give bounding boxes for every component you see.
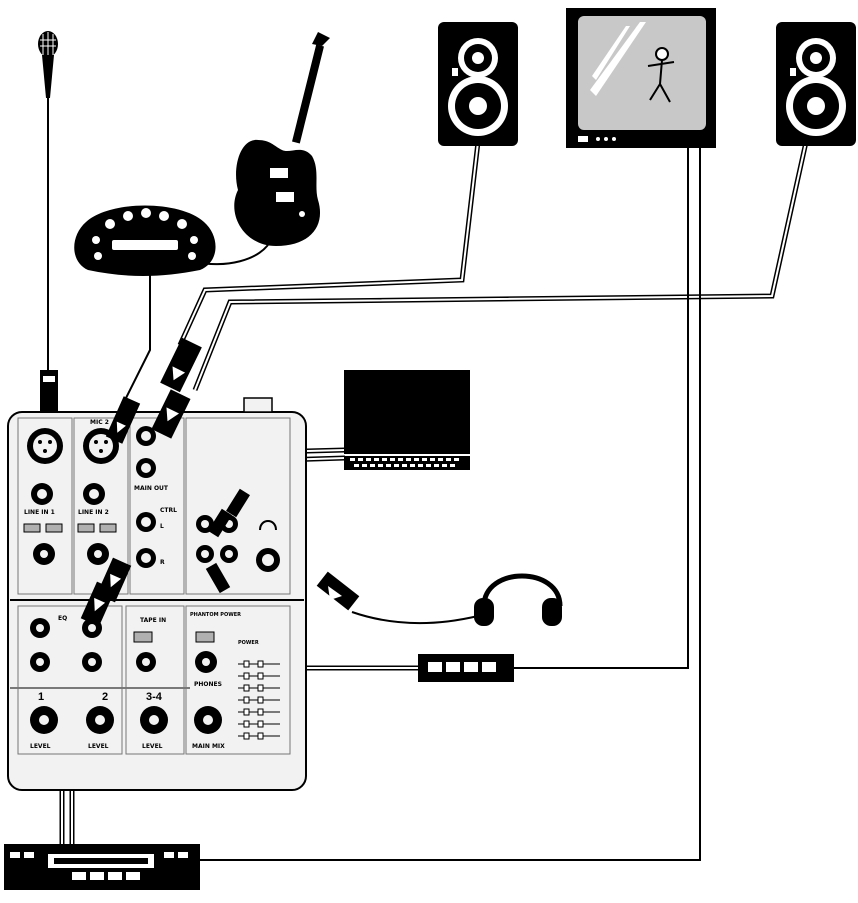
headphones-cable <box>351 611 479 625</box>
line-jack-1 <box>31 483 53 505</box>
pedal-icon <box>74 205 216 276</box>
mic-2-label: MIC 2 <box>90 419 109 426</box>
xlr-input-1 <box>27 428 63 464</box>
channel-label-3-4: 3-4 <box>146 691 163 703</box>
level-label-3: LEVEL <box>142 743 163 750</box>
laptop-plug-2 <box>208 508 232 538</box>
ctrl-jack-l <box>136 512 156 532</box>
rca-jack-3 <box>196 545 214 563</box>
headphone-symbol-icon <box>259 520 277 531</box>
rec-plug-1 <box>80 581 116 627</box>
laptop <box>344 370 470 470</box>
power-switch <box>243 397 273 413</box>
monitor-icon <box>566 8 716 148</box>
monitor-screen <box>566 8 716 148</box>
video-box <box>418 654 514 682</box>
recorder-icon <box>4 844 200 890</box>
main-out-plug-r <box>151 389 191 439</box>
eq-knob-1-lo <box>30 652 50 672</box>
level-knob-2 <box>86 706 114 734</box>
guitar-input-plug <box>105 396 141 444</box>
guitar-icon <box>234 32 330 246</box>
speaker-icon <box>438 22 518 146</box>
eq-knob-1-hi <box>30 618 50 638</box>
ctrl-l-label: L <box>160 523 164 530</box>
left-speaker <box>438 22 518 146</box>
headphones-icon <box>474 573 563 626</box>
level-label-1: LEVEL <box>30 743 51 750</box>
tape-in-label: TAPE IN <box>140 617 166 624</box>
ctrl-jack-r <box>136 548 156 568</box>
ctrl-label: CTRL <box>160 507 177 514</box>
gain-knob-2 <box>87 543 109 565</box>
main-out-plug-l <box>160 337 202 393</box>
electric-guitar <box>234 32 330 246</box>
level-knob-1 <box>30 706 58 734</box>
eq-knob-2-lo <box>82 652 102 672</box>
laptop-icon <box>344 370 470 470</box>
right-speaker <box>776 22 856 146</box>
plugs <box>80 337 250 627</box>
line-in-2-label: LINE IN 2 <box>78 509 109 516</box>
level-knob-3-4 <box>140 706 168 734</box>
channel-label-2: 2 <box>102 691 108 703</box>
ctrl-r-label: R <box>160 559 165 566</box>
channel-label-1: 1 <box>38 691 44 703</box>
video-plug <box>205 562 231 594</box>
laptop-plug-1 <box>226 488 250 518</box>
recorder <box>4 844 200 890</box>
mixer: MIC 2 LINE IN 1 LINE IN 2 MAIN OUT CTRL … <box>7 397 307 791</box>
microphone-icon <box>38 31 58 98</box>
rca-jack-4 <box>220 545 238 563</box>
phones-jack <box>256 548 280 572</box>
power-label: POWER <box>238 640 259 646</box>
pedal-cable <box>123 272 151 403</box>
led-meter <box>238 660 280 740</box>
level-label-2: LEVEL <box>88 743 109 750</box>
line-in-1-label: LINE IN 1 <box>24 509 55 516</box>
connector-box-icon <box>418 654 514 682</box>
phones-knob <box>195 651 217 673</box>
headphone-plug <box>316 571 360 611</box>
tape-knob <box>136 652 156 672</box>
main-mix-knob <box>194 706 222 734</box>
main-mix-label: MAIN MIX <box>192 743 225 750</box>
line-jack-2 <box>83 483 105 505</box>
gain-knob-1 <box>33 543 55 565</box>
main-out-label: MAIN OUT <box>134 485 169 492</box>
speaker-icon <box>776 22 856 146</box>
video-box-cable-out <box>514 146 689 669</box>
main-out-jack-r <box>136 458 156 478</box>
eq-label: EQ <box>58 615 67 622</box>
main-out-jack-l <box>136 426 156 446</box>
recorder-cable <box>200 146 701 861</box>
phones-label: PHONES <box>194 681 222 688</box>
headphones <box>316 571 563 626</box>
dancer-figure-icon <box>647 47 675 103</box>
effects-pedal <box>74 205 216 276</box>
microphone <box>38 31 58 416</box>
phantom-power-label: PHANTOM POWER <box>190 612 241 618</box>
